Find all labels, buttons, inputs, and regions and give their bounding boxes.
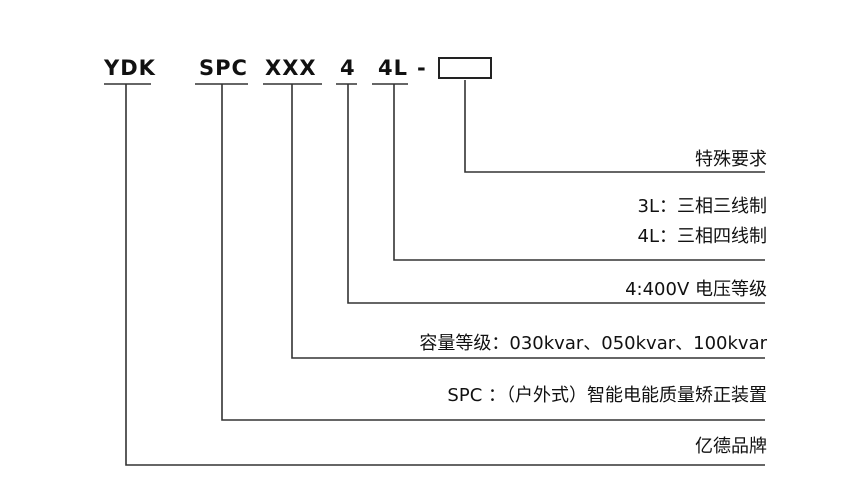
code-capacity: XXX xyxy=(265,56,317,80)
code-voltage: 4 xyxy=(340,56,356,80)
desc-voltage: 4:400V 电压等级 xyxy=(625,279,767,300)
leader-brand xyxy=(125,84,765,466)
leader-wiring xyxy=(393,84,765,261)
leader-capacity xyxy=(291,84,765,359)
desc-brand: 亿德品牌 xyxy=(695,436,767,457)
special-requirement-box xyxy=(438,57,492,79)
desc-special: 特殊要求 xyxy=(695,149,767,170)
leader-type xyxy=(221,84,765,421)
code-dash: - xyxy=(417,56,427,80)
code-type: SPC xyxy=(199,56,248,80)
desc-wiring-3l: 3L：三相三线制 xyxy=(637,196,767,217)
desc-wiring-4l: 4L：三相四线制 xyxy=(637,226,767,247)
desc-capacity: 容量等级：030kvar、050kvar、100kvar xyxy=(419,333,767,354)
leader-special xyxy=(464,80,765,173)
leader-voltage xyxy=(347,84,765,304)
code-brand: YDK xyxy=(104,56,156,80)
code-wiring: 4L xyxy=(378,56,408,80)
desc-type: SPC ：（户外式）智能电能质量矫正装置 xyxy=(447,385,767,406)
